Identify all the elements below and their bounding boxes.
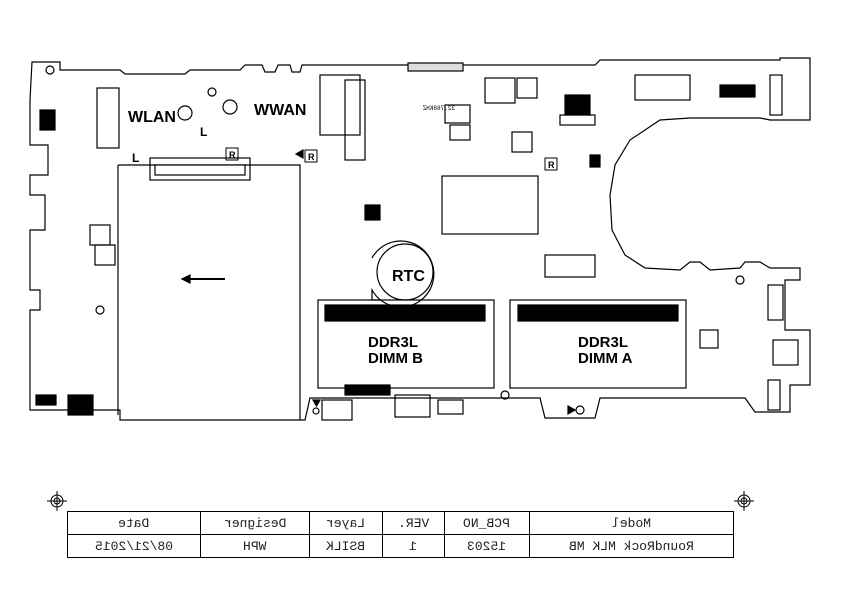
side-connector (767, 379, 781, 411)
header-model: Model (611, 515, 651, 531)
mount-hole (222, 99, 238, 115)
header-designer: Designer (223, 515, 287, 531)
header-ver: VER. (397, 515, 429, 531)
usb-connector (772, 339, 799, 366)
dimm-b-slot (317, 299, 495, 389)
dimm-a-slot (509, 299, 687, 389)
value-pcb-no: 15203 (467, 538, 507, 554)
dimm-b-label-line1: DDR3L (368, 334, 418, 351)
value-model: RoundRock MLK MB (568, 538, 694, 554)
side-connector (767, 284, 784, 321)
crystal-label: 32.768KHZ (422, 105, 455, 112)
svg-text:R: R (229, 150, 236, 160)
board-inner-edge (118, 164, 301, 420)
svg-text:R: R (308, 152, 315, 162)
top-connector (407, 62, 464, 72)
value-date: 08/21/2015 (94, 538, 173, 554)
wwan-label: WWAN (254, 102, 306, 119)
title-block: Date Designer Layer VER. PCB_NO Model 08… (67, 511, 735, 558)
wlan-connector (149, 157, 251, 181)
mount-hole (177, 105, 193, 121)
value-ver: 1 (409, 538, 418, 554)
pin1-marker (294, 148, 304, 160)
registration-target-icon (734, 491, 754, 511)
marker-l: L (200, 125, 207, 139)
dimm-a-label-line1: DDR3L (578, 334, 628, 351)
value-layer: BSILK (326, 538, 366, 554)
rtc-battery-outline (371, 240, 435, 308)
title-block-header-row: Date Designer Layer VER. PCB_NO Model (67, 511, 735, 535)
value-designer: WPH (243, 538, 267, 554)
header-pcb-no: PCB_NO (463, 515, 510, 531)
svg-text:R: R (548, 160, 555, 170)
marker-l: L (132, 151, 139, 165)
board-outline (29, 57, 811, 421)
title-block-value-row: 08/21/2015 WPH BSILK 1 15203 RoundRock M… (67, 534, 735, 558)
dimm-a-label-line2: DIMM A (578, 350, 633, 367)
registration-target-icon (47, 491, 67, 511)
header-layer: Layer (326, 515, 366, 531)
rtc-label: RTC (392, 268, 425, 285)
dimm-b-label-line2: DIMM B (368, 350, 423, 367)
cpu-outline (441, 175, 539, 235)
wlan-label: WLAN (128, 109, 176, 126)
marker-r-boxes: R R R (225, 147, 558, 171)
header-date: Date (118, 515, 150, 531)
